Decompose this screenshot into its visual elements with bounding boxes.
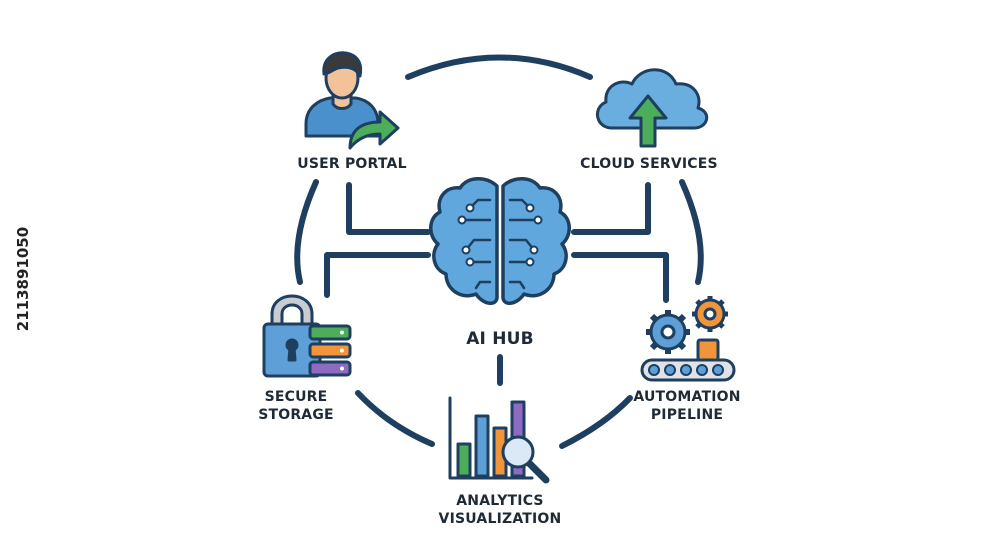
user-portal-label: USER PORTAL — [297, 156, 407, 172]
analytics-visualization-label: ANALYTICS VISUALIZATION — [420, 492, 580, 528]
bar-chart-magnifier-icon — [448, 396, 550, 484]
analytics-visualization-label-line1: ANALYTICS — [456, 493, 544, 509]
connector-automation — [571, 252, 669, 303]
cloud-services-label: CLOUD SERVICES — [580, 156, 718, 172]
arc-bottom-right — [559, 395, 633, 449]
stock-id-text: 2113891050 — [14, 226, 32, 332]
arc-top — [405, 54, 593, 80]
hub-connectors — [324, 182, 669, 386]
automation-pipeline-label-line2: PIPELINE — [650, 407, 724, 423]
brain-circuit-icon — [429, 177, 571, 305]
arc-left — [294, 179, 319, 285]
lock-server-icon — [262, 294, 352, 378]
secure-storage-label: SECURE STORAGE — [246, 388, 346, 424]
secure-storage-label-line2: STORAGE — [258, 407, 334, 423]
gears-conveyor-icon — [640, 296, 736, 382]
analytics-visualization-label-line2: VISUALIZATION — [438, 511, 562, 527]
connector-user — [346, 182, 431, 235]
gear-orange — [692, 296, 728, 332]
automation-pipeline-label-line1: AUTOMATION — [633, 389, 741, 405]
secure-storage-label-line1: SECURE — [264, 389, 328, 405]
hub-label: AI HUB — [466, 329, 534, 349]
connector-storage — [324, 252, 431, 298]
arc-right — [679, 179, 704, 285]
gear-blue — [646, 310, 690, 354]
cloud-upload-icon — [596, 68, 709, 148]
user-arrow-icon — [304, 51, 400, 150]
connector-cloud — [571, 182, 651, 235]
stock-id: 2113891050 — [8, 0, 38, 558]
automation-pipeline-label: AUTOMATION PIPELINE — [622, 388, 752, 424]
arc-bottom-left — [355, 390, 435, 447]
ring-connectors — [294, 54, 704, 449]
